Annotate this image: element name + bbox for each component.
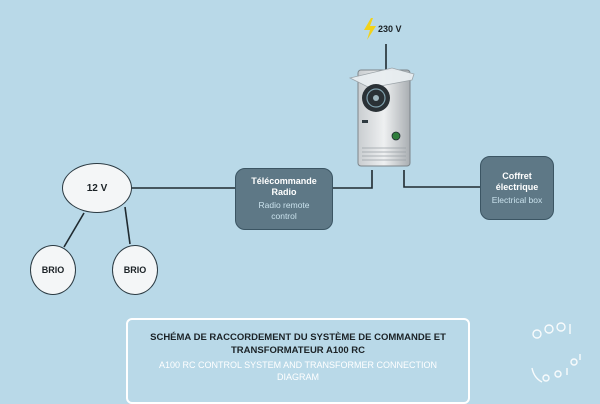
brio-right-node: BRIO [112, 245, 158, 295]
brio-left-label: BRIO [41, 265, 65, 275]
wire-transformer-to-box [403, 170, 482, 188]
caption-title-fr: SCHÉMA DE RACCORDEMENT DU SYSTÈME DE COM… [150, 332, 446, 356]
brio-right-label: BRIO [123, 265, 147, 275]
electrical-box-node: Coffret électrique Electrical box [480, 156, 554, 220]
electrical-box-title-en: Electrical box [491, 194, 543, 205]
supply-12v-node: 12 V [62, 163, 132, 213]
wire-12v-to-brio-right [124, 206, 131, 245]
pool-planet-logo [531, 322, 581, 383]
remote-title-en: Radio remote control [258, 200, 310, 221]
electrical-box-title-fr: Coffret électrique [495, 170, 539, 192]
remote-control-node: Télécommande Radio Radio remote control [235, 168, 333, 230]
supply-12v-label: 12 V [86, 182, 108, 194]
remote-title-fr: Télécommande Radio [251, 176, 317, 197]
wire-remote-to-transformer [333, 170, 373, 189]
transformer-device-image [348, 67, 415, 167]
brio-left-node: BRIO [30, 245, 76, 295]
diagram-caption: SCHÉMA DE RACCORDEMENT DU SYSTÈME DE COM… [126, 318, 470, 404]
caption-title-en: A100 RC CONTROL SYSTEM AND TRANSFORMER C… [158, 360, 438, 382]
wire-12v-to-brio-left [63, 212, 85, 248]
lightning-bolt-icon [364, 18, 376, 40]
voltage-label: 230 V [378, 24, 402, 34]
